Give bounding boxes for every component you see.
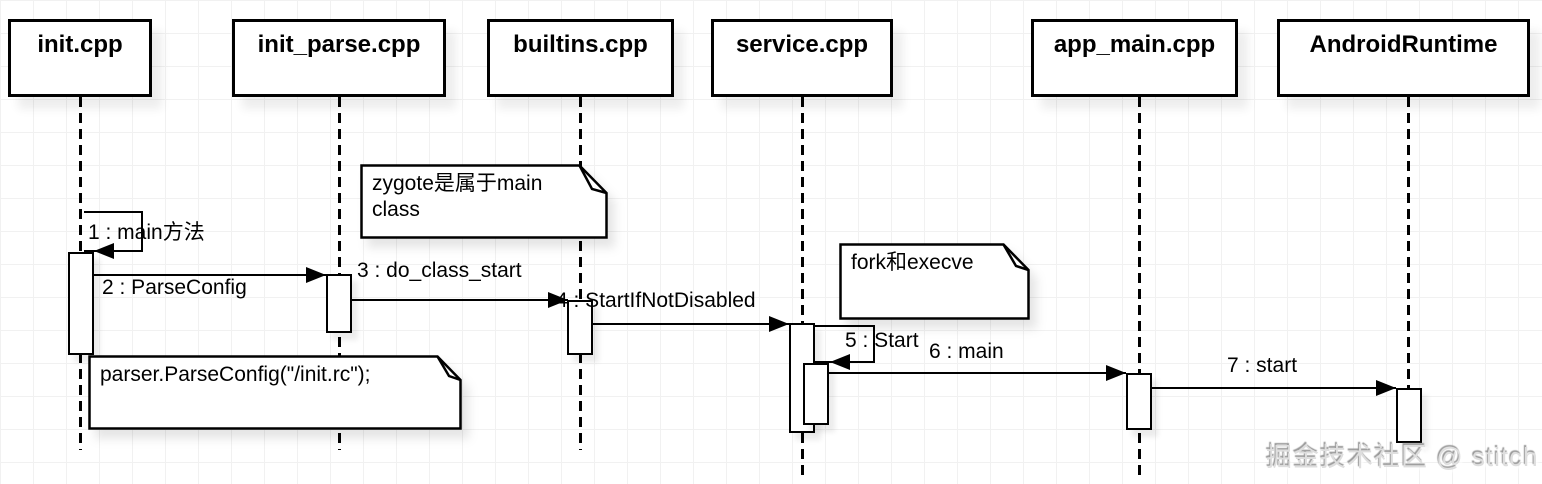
message-3-arrowhead-icon (548, 292, 568, 308)
activation-androidruntime (1396, 388, 1422, 443)
message-5-arrowhead-icon (830, 354, 850, 370)
lifeline-init-parse-cpp (338, 97, 341, 450)
participant-label: AndroidRuntime (1309, 31, 1498, 58)
lifeline-builtins-cpp (579, 97, 582, 450)
note-zygote-main-class: zygote是属于main class (360, 164, 608, 239)
lifeline-app-main-cpp (1138, 97, 1141, 477)
participant-label: init_parse.cpp (257, 31, 421, 58)
message-6-line (829, 372, 1126, 374)
participant-box-service-cpp: service.cpp (711, 19, 893, 97)
message-4-line (593, 323, 789, 325)
message-5-label: 5 : Start (845, 329, 919, 352)
note-text: fork和execve (851, 251, 974, 274)
participant-box-init-parse-cpp: init_parse.cpp (232, 19, 446, 97)
message-7-arrowhead-icon (1376, 380, 1396, 396)
message-4-label: 4 : StartIfNotDisabled (556, 289, 756, 312)
lifeline-service-cpp (801, 97, 804, 480)
message-7-label: 7 : start (1227, 354, 1298, 377)
message-1-arrowhead-icon (94, 243, 114, 259)
activation-app-main-cpp (1126, 373, 1152, 430)
participant-box-builtins-cpp: builtins.cpp (487, 19, 674, 97)
activation-init-parse-cpp (326, 274, 352, 333)
activation-builtins-cpp (567, 300, 593, 355)
note-text: parser.ParseConfig("/init.rc"); (100, 363, 371, 386)
lifeline-androidruntime (1407, 97, 1410, 443)
message-4-arrowhead-icon (769, 316, 789, 332)
participant-box-androidruntime: AndroidRuntime (1277, 19, 1530, 97)
note-parser-parseconfig: parser.ParseConfig("/init.rc"); (88, 355, 462, 430)
activation-init-cpp (68, 252, 94, 355)
note-fork-execve: fork和execve (839, 243, 1030, 320)
participant-box-init-cpp: init.cpp (8, 19, 152, 97)
message-6-arrowhead-icon (1106, 365, 1126, 381)
watermark: 掘金技术社区 @ stitch (1266, 442, 1539, 472)
message-2-arrowhead-icon (306, 267, 326, 283)
message-6-label: 6 : main (929, 340, 1004, 363)
note-shape (839, 243, 1030, 320)
message-2-line (94, 274, 326, 276)
participant-box-app-main-cpp: app_main.cpp (1031, 19, 1238, 97)
participant-label: init.cpp (37, 31, 123, 58)
message-3-line (352, 299, 568, 301)
participant-label: app_main.cpp (1053, 31, 1216, 58)
activation-service-cpp-nested (803, 363, 829, 425)
participant-label: service.cpp (735, 31, 869, 58)
message-7-line (1152, 387, 1396, 389)
note-shape (360, 164, 608, 239)
message-1-label: 1 : main方法 (88, 221, 205, 244)
message-3-label: 3 : do_class_start (357, 259, 522, 282)
note-shape (88, 355, 462, 430)
note-text: zygote是属于main class (372, 172, 543, 221)
message-2-label: 2 : ParseConfig (102, 276, 247, 299)
participant-label: builtins.cpp (513, 31, 648, 58)
